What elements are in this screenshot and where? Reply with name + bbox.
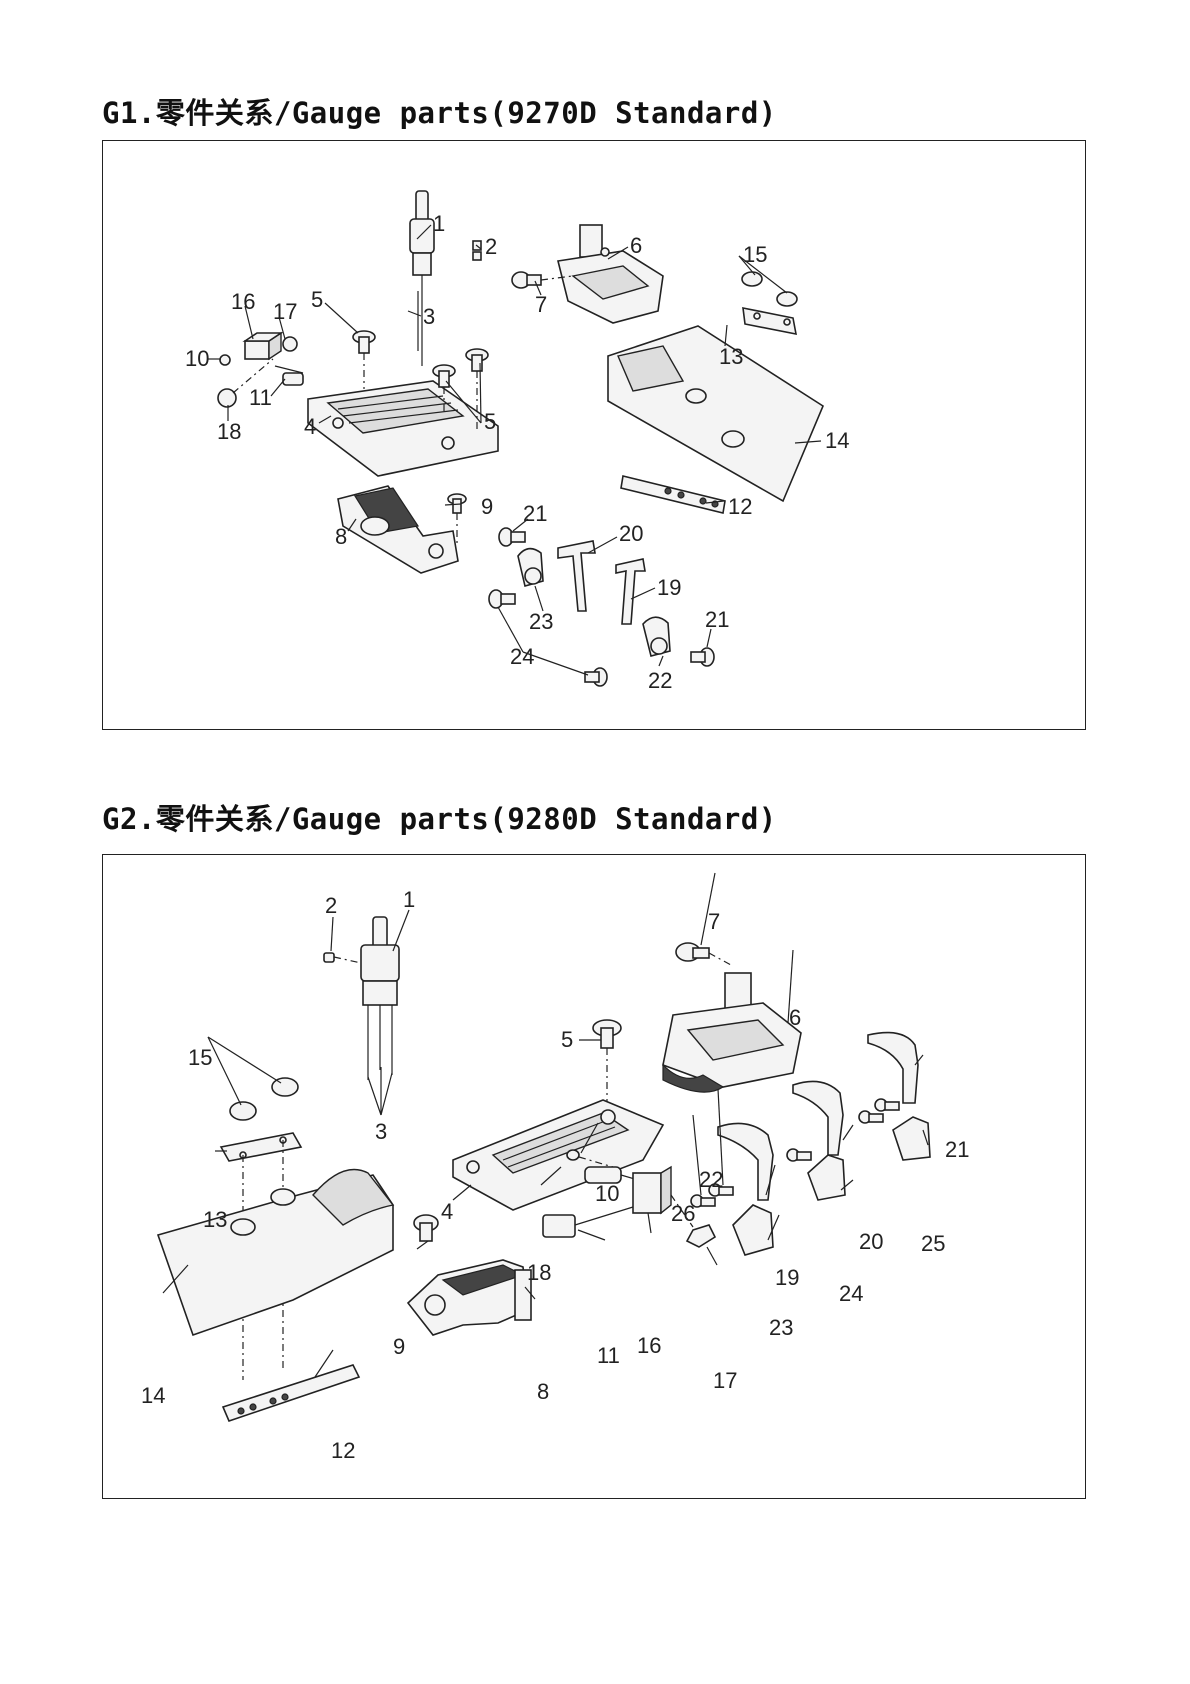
- section-title-g1: G1.零件关系/Gauge parts(9270D Standard): [102, 90, 777, 132]
- callout-24: 24: [839, 1281, 863, 1306]
- callout-7: 7: [535, 292, 547, 317]
- exploded-view-g1: 1 2 3 4 5 5 6 7 8 9 10 11 12 13 14 15 16…: [103, 141, 1085, 729]
- cover-plate-part: [742, 272, 797, 334]
- callout-9: 9: [481, 494, 493, 519]
- callout-2: 2: [325, 893, 337, 918]
- callout-9: 9: [393, 1334, 405, 1359]
- callout-18: 18: [527, 1260, 551, 1285]
- callout-13: 13: [203, 1207, 227, 1232]
- callout-14: 14: [141, 1383, 165, 1408]
- diagram-panel-g2: 1 2 3 4 5 6 7 8 9 10 11 12 13 14 15 16 1…: [102, 854, 1086, 1499]
- callout-26: 26: [671, 1201, 695, 1226]
- callout-22: 22: [648, 668, 672, 693]
- callout-17: 17: [713, 1368, 737, 1393]
- callout-12: 12: [728, 494, 752, 519]
- callout-10: 10: [185, 346, 209, 371]
- callout-17: 17: [273, 299, 297, 324]
- feed-dog-part: [408, 1215, 531, 1335]
- callout-8: 8: [335, 524, 347, 549]
- diagram-panel-g1: 1 2 3 4 5 5 6 7 8 9 10 11 12 13 14 15 16…: [102, 140, 1086, 730]
- chip-guard-part: [158, 1169, 393, 1335]
- throat-plate-part: [308, 381, 498, 476]
- chip-guard-part: [608, 326, 823, 501]
- spacer-plate-part: [621, 476, 725, 513]
- callout-24: 24: [510, 644, 534, 669]
- callout-19: 19: [775, 1265, 799, 1290]
- callout-5-b: 5: [484, 409, 496, 434]
- callout-2: 2: [485, 234, 497, 259]
- callout-4: 4: [304, 414, 316, 439]
- set-screw-part: [473, 241, 481, 260]
- callout-21-a: 21: [523, 501, 547, 526]
- callout-6: 6: [789, 1005, 801, 1030]
- callout-13: 13: [719, 344, 743, 369]
- callout-10: 10: [595, 1181, 619, 1206]
- callout-21: 21: [945, 1137, 969, 1162]
- callout-21-b: 21: [705, 607, 729, 632]
- callout-16: 16: [231, 289, 255, 314]
- spacer-plate-part: [223, 1365, 359, 1421]
- callout-11: 11: [249, 385, 272, 410]
- callout-3: 3: [375, 1119, 387, 1144]
- callout-15: 15: [743, 242, 767, 267]
- callout-1: 1: [403, 887, 415, 912]
- callout-8: 8: [537, 1379, 549, 1404]
- feed-dog-part: [338, 486, 466, 573]
- throat-plate-part: [453, 1020, 663, 1210]
- callout-5-a: 5: [311, 287, 323, 312]
- exploded-view-g2: 1 2 3 4 5 6 7 8 9 10 11 12 13 14 15 16 1…: [103, 855, 1085, 1498]
- callout-23: 23: [769, 1315, 793, 1340]
- needle-clamp-part: [410, 191, 434, 366]
- callout-20: 20: [619, 521, 643, 546]
- callout-16: 16: [637, 1333, 661, 1358]
- callout-22: 22: [699, 1167, 723, 1192]
- callout-11: 11: [597, 1343, 620, 1368]
- callout-25: 25: [921, 1231, 945, 1256]
- callout-7: 7: [708, 909, 720, 934]
- callout-1: 1: [433, 211, 445, 236]
- callout-19: 19: [657, 575, 681, 600]
- callout-15: 15: [188, 1045, 212, 1070]
- section-title-g2: G2.零件关系/Gauge parts(9280D Standard): [102, 796, 777, 838]
- callout-23: 23: [529, 609, 553, 634]
- callout-18: 18: [217, 419, 241, 444]
- callout-3: 3: [423, 304, 435, 329]
- callout-4: 4: [441, 1199, 453, 1224]
- callout-12: 12: [331, 1438, 355, 1463]
- callout-6: 6: [630, 233, 642, 258]
- callout-14: 14: [825, 428, 849, 453]
- callout-20: 20: [859, 1229, 883, 1254]
- presser-foot-part: [663, 943, 801, 1092]
- callout-5: 5: [561, 1027, 573, 1052]
- needle-clamp-part: [324, 917, 399, 1080]
